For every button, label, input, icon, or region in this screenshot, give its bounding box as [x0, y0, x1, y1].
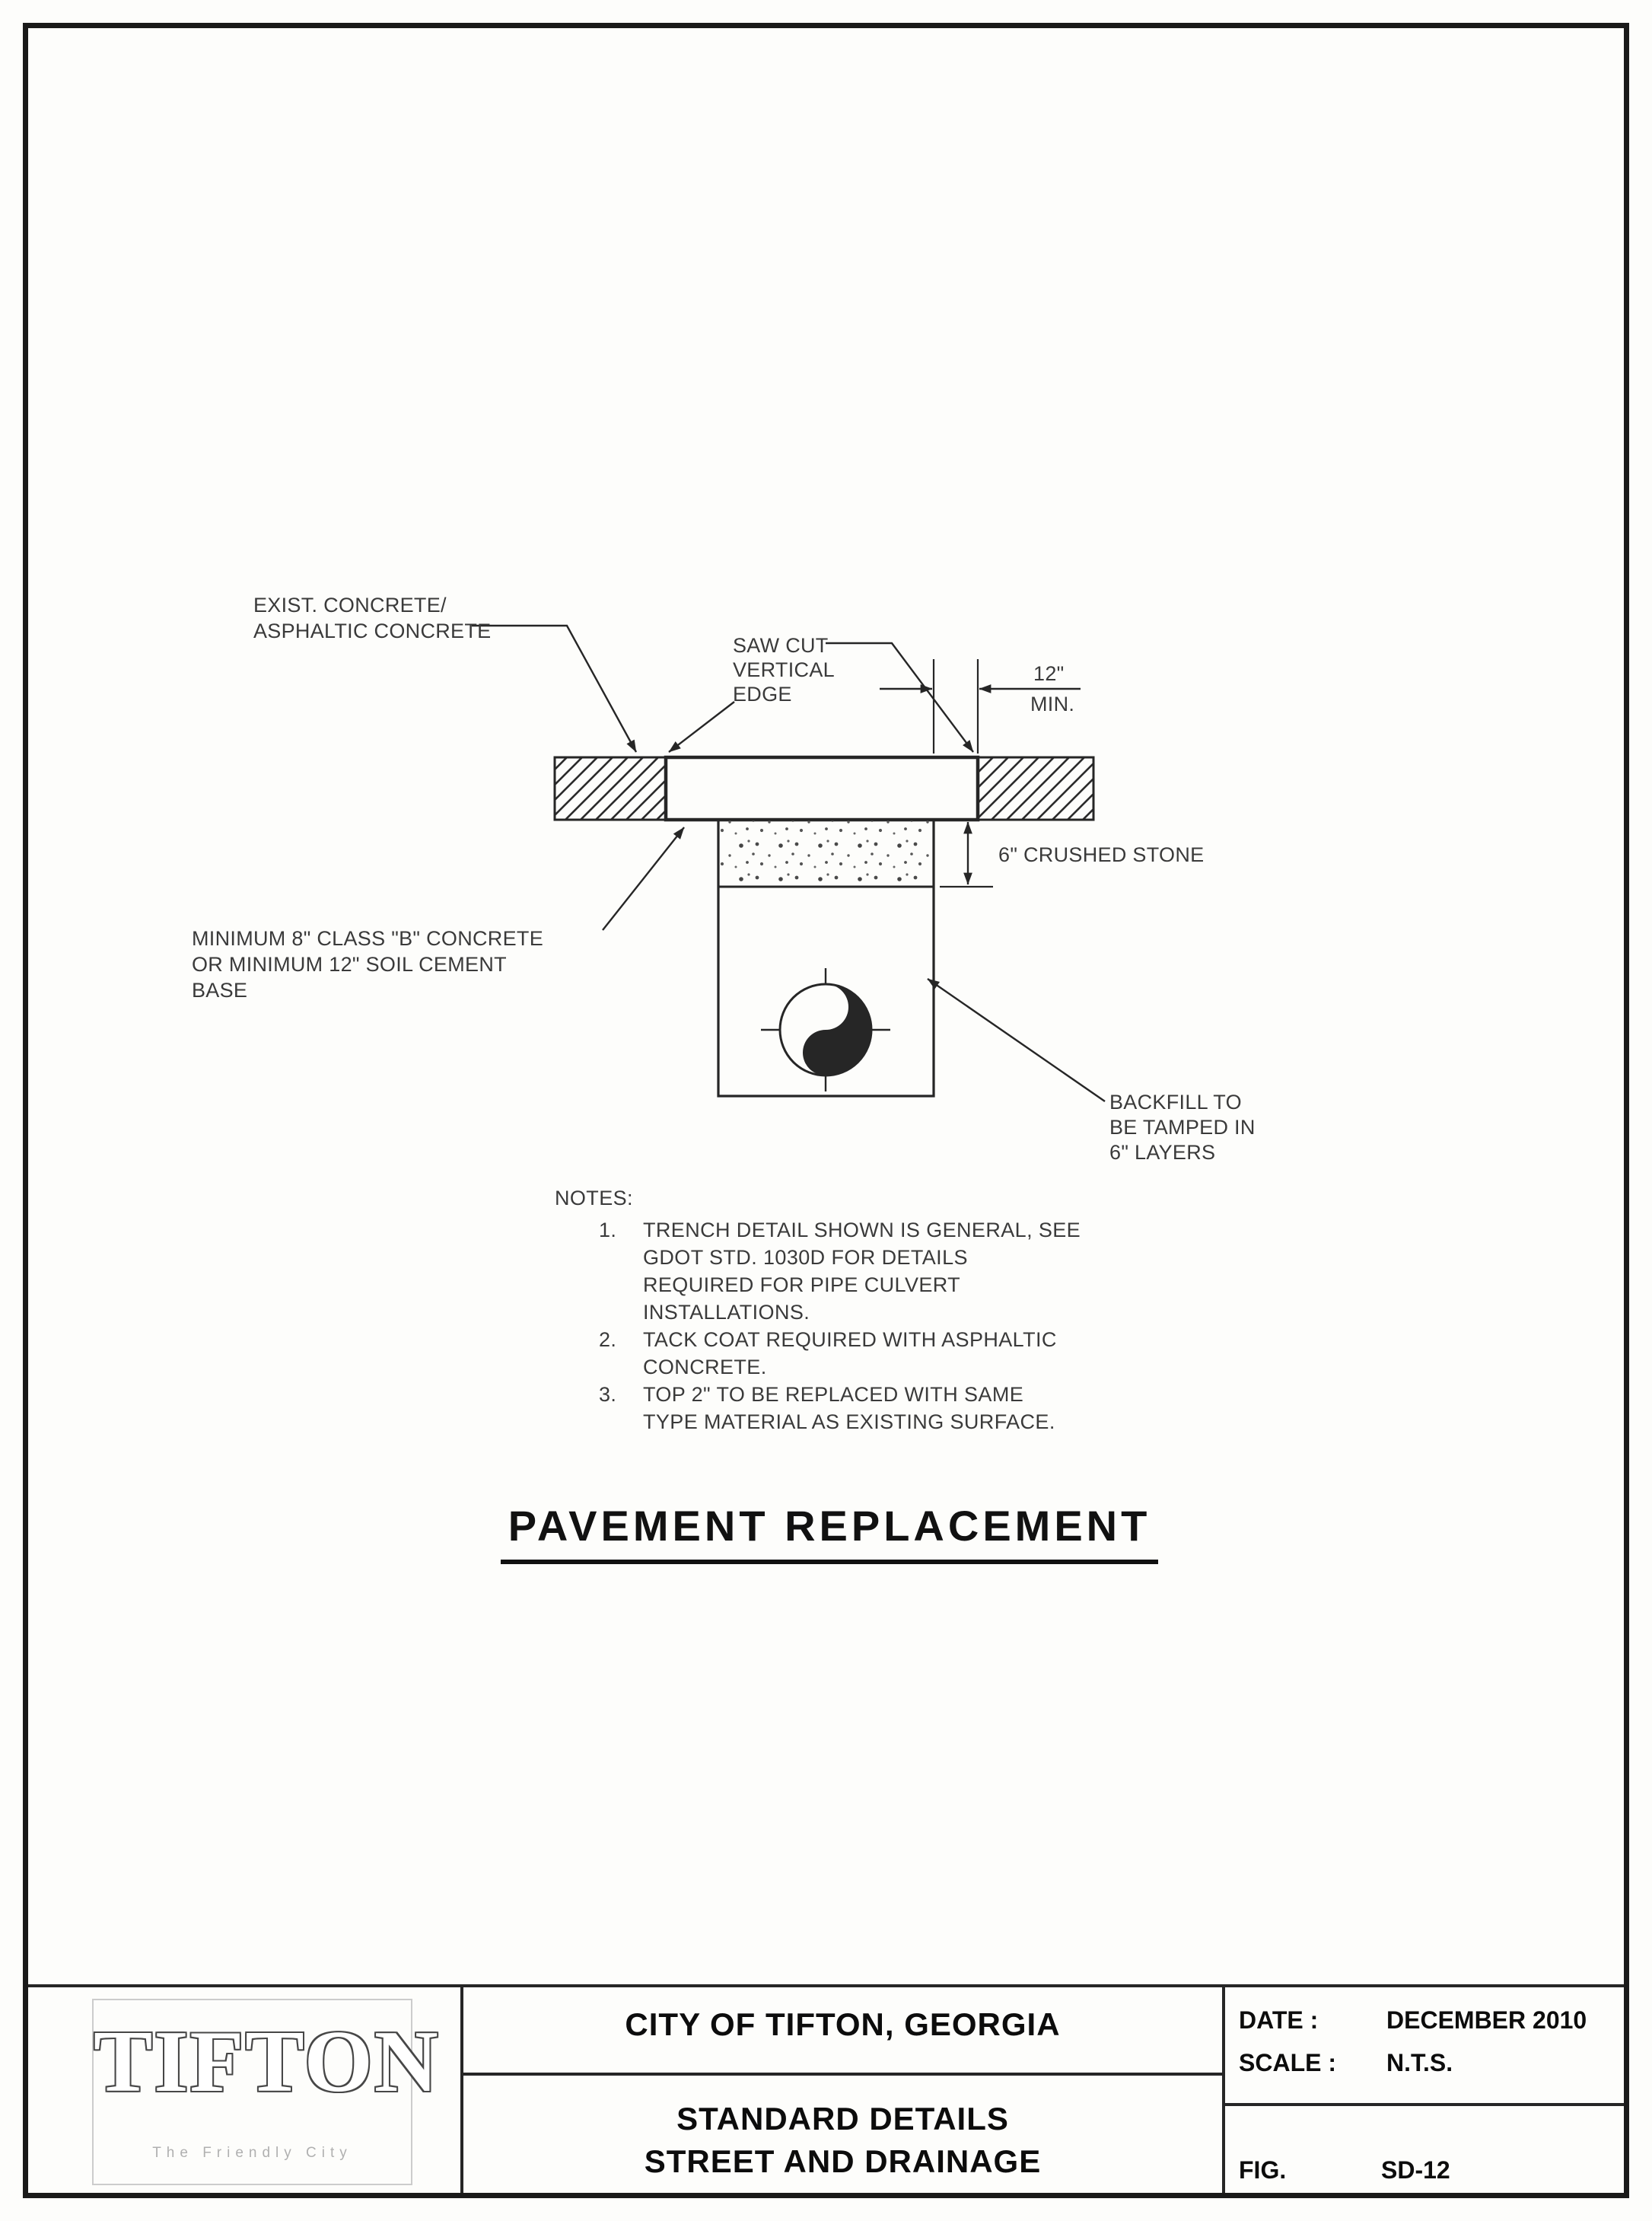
note-line: TYPE MATERIAL AS EXISTING SURFACE. [643, 1410, 1055, 1433]
logo-wordmark: TIFTON [94, 2013, 440, 2111]
label-line: BACKFILL TO [1109, 1091, 1242, 1114]
note-item: 1. TRENCH DETAIL SHOWN IS GENERAL, SEE G… [599, 1216, 1081, 1326]
note-lines: TACK COAT REQUIRED WITH ASPHALTIC CONCRE… [643, 1326, 1057, 1381]
label-line: VERTICAL [733, 658, 835, 681]
note-line: TRENCH DETAIL SHOWN IS GENERAL, SEE [643, 1219, 1081, 1241]
trench-outline [717, 820, 935, 1098]
note-item: 3. TOP 2" TO BE REPLACED WITH SAME TYPE … [599, 1381, 1081, 1436]
leader-sawcut-left [668, 701, 735, 753]
existing-pavement-right [976, 756, 1095, 821]
label-saw-cut: SAW CUT VERTICAL EDGE [733, 633, 835, 706]
label-crushed-stone: 6" CRUSHED STONE [998, 843, 1205, 866]
note-lines: TRENCH DETAIL SHOWN IS GENERAL, SEE GDOT… [643, 1216, 1081, 1326]
logo-tagline: The Friendly City [152, 2145, 352, 2161]
label-line: OR MINIMUM 12" SOIL CEMENT [192, 953, 507, 976]
titleblock-organization: CITY OF TIFTON, GEORGIA [625, 2006, 1061, 2042]
pavement-patch [664, 755, 980, 822]
titleblock-scale-label: SCALE : [1239, 2049, 1336, 2076]
note-line: CONCRETE. [643, 1356, 767, 1378]
titleblock-date-value: DECEMBER 2010 [1386, 2006, 1587, 2034]
label-backfill: BACKFILL TO BE TAMPED IN 6" LAYERS [1109, 1090, 1256, 1165]
note-line: TOP 2" TO BE REPLACED WITH SAME [643, 1383, 1024, 1406]
label-line: BASE [192, 979, 248, 1002]
crushed-stone-layer [717, 818, 935, 888]
note-line: REQUIRED FOR PIPE CULVERT [643, 1273, 961, 1296]
note-number: 3. [599, 1383, 617, 1406]
notes-heading: NOTES: [555, 1187, 633, 1209]
titleblock-fig-value: SD-12 [1381, 2156, 1450, 2184]
note-line: GDOT STD. 1030D FOR DETAILS [643, 1246, 968, 1269]
label-line: BE TAMPED IN [1109, 1116, 1256, 1139]
leader-existing-pavement [472, 624, 638, 753]
titleblock-date-label: DATE : [1239, 2006, 1319, 2034]
label-line: SAW CUT [733, 634, 829, 657]
notes-section: NOTES: 1. TRENCH DETAIL SHOWN IS GENERAL… [555, 1184, 1081, 1436]
label-line: 6" LAYERS [1109, 1141, 1216, 1164]
leader-sawcut-right [826, 642, 974, 753]
label-existing-pavement: EXIST. CONCRETE/ ASPHALTIC CONCRETE [253, 592, 491, 644]
note-number: 1. [599, 1219, 617, 1241]
titleblock-sheet-title-2: STREET AND DRAINAGE [644, 2143, 1042, 2179]
label-base: MINIMUM 8" CLASS "B" CONCRETE OR MINIMUM… [192, 926, 543, 1003]
drawing-title-text: PAVEMENT REPLACEMENT [500, 1501, 1159, 1564]
note-line: TACK COAT REQUIRED WITH ASPHALTIC [643, 1328, 1057, 1351]
label-line: MINIMUM 8" CLASS "B" CONCRETE [192, 927, 544, 950]
tifton-logo: TIFTON The Friendly City [92, 1999, 440, 2185]
label-dim-min: MIN. [1030, 693, 1075, 715]
note-line: INSTALLATIONS. [643, 1301, 810, 1324]
titleblock-sheet-title-1: STANDARD DETAILS [676, 2101, 1009, 2137]
titleblock-fig-label: FIG. [1239, 2156, 1287, 2184]
note-lines: TOP 2" TO BE REPLACED WITH SAME TYPE MAT… [643, 1381, 1055, 1436]
label-dim-12: 12" [1033, 662, 1065, 685]
titleblock-scale-value: N.T.S. [1386, 2049, 1453, 2076]
drawing-title: PAVEMENT REPLACEMENT [411, 1501, 1248, 1564]
note-number: 2. [599, 1328, 617, 1351]
existing-pavement-left [553, 756, 667, 821]
leader-backfill [927, 978, 1106, 1102]
label-line: EDGE [733, 683, 792, 706]
label-line: EXIST. CONCRETE/ [253, 594, 447, 617]
label-line: ASPHALTIC CONCRETE [253, 620, 492, 642]
compaction-symbol-fill [803, 984, 871, 1075]
leader-base [602, 827, 685, 931]
note-item: 2. TACK COAT REQUIRED WITH ASPHALTIC CON… [599, 1326, 1081, 1381]
